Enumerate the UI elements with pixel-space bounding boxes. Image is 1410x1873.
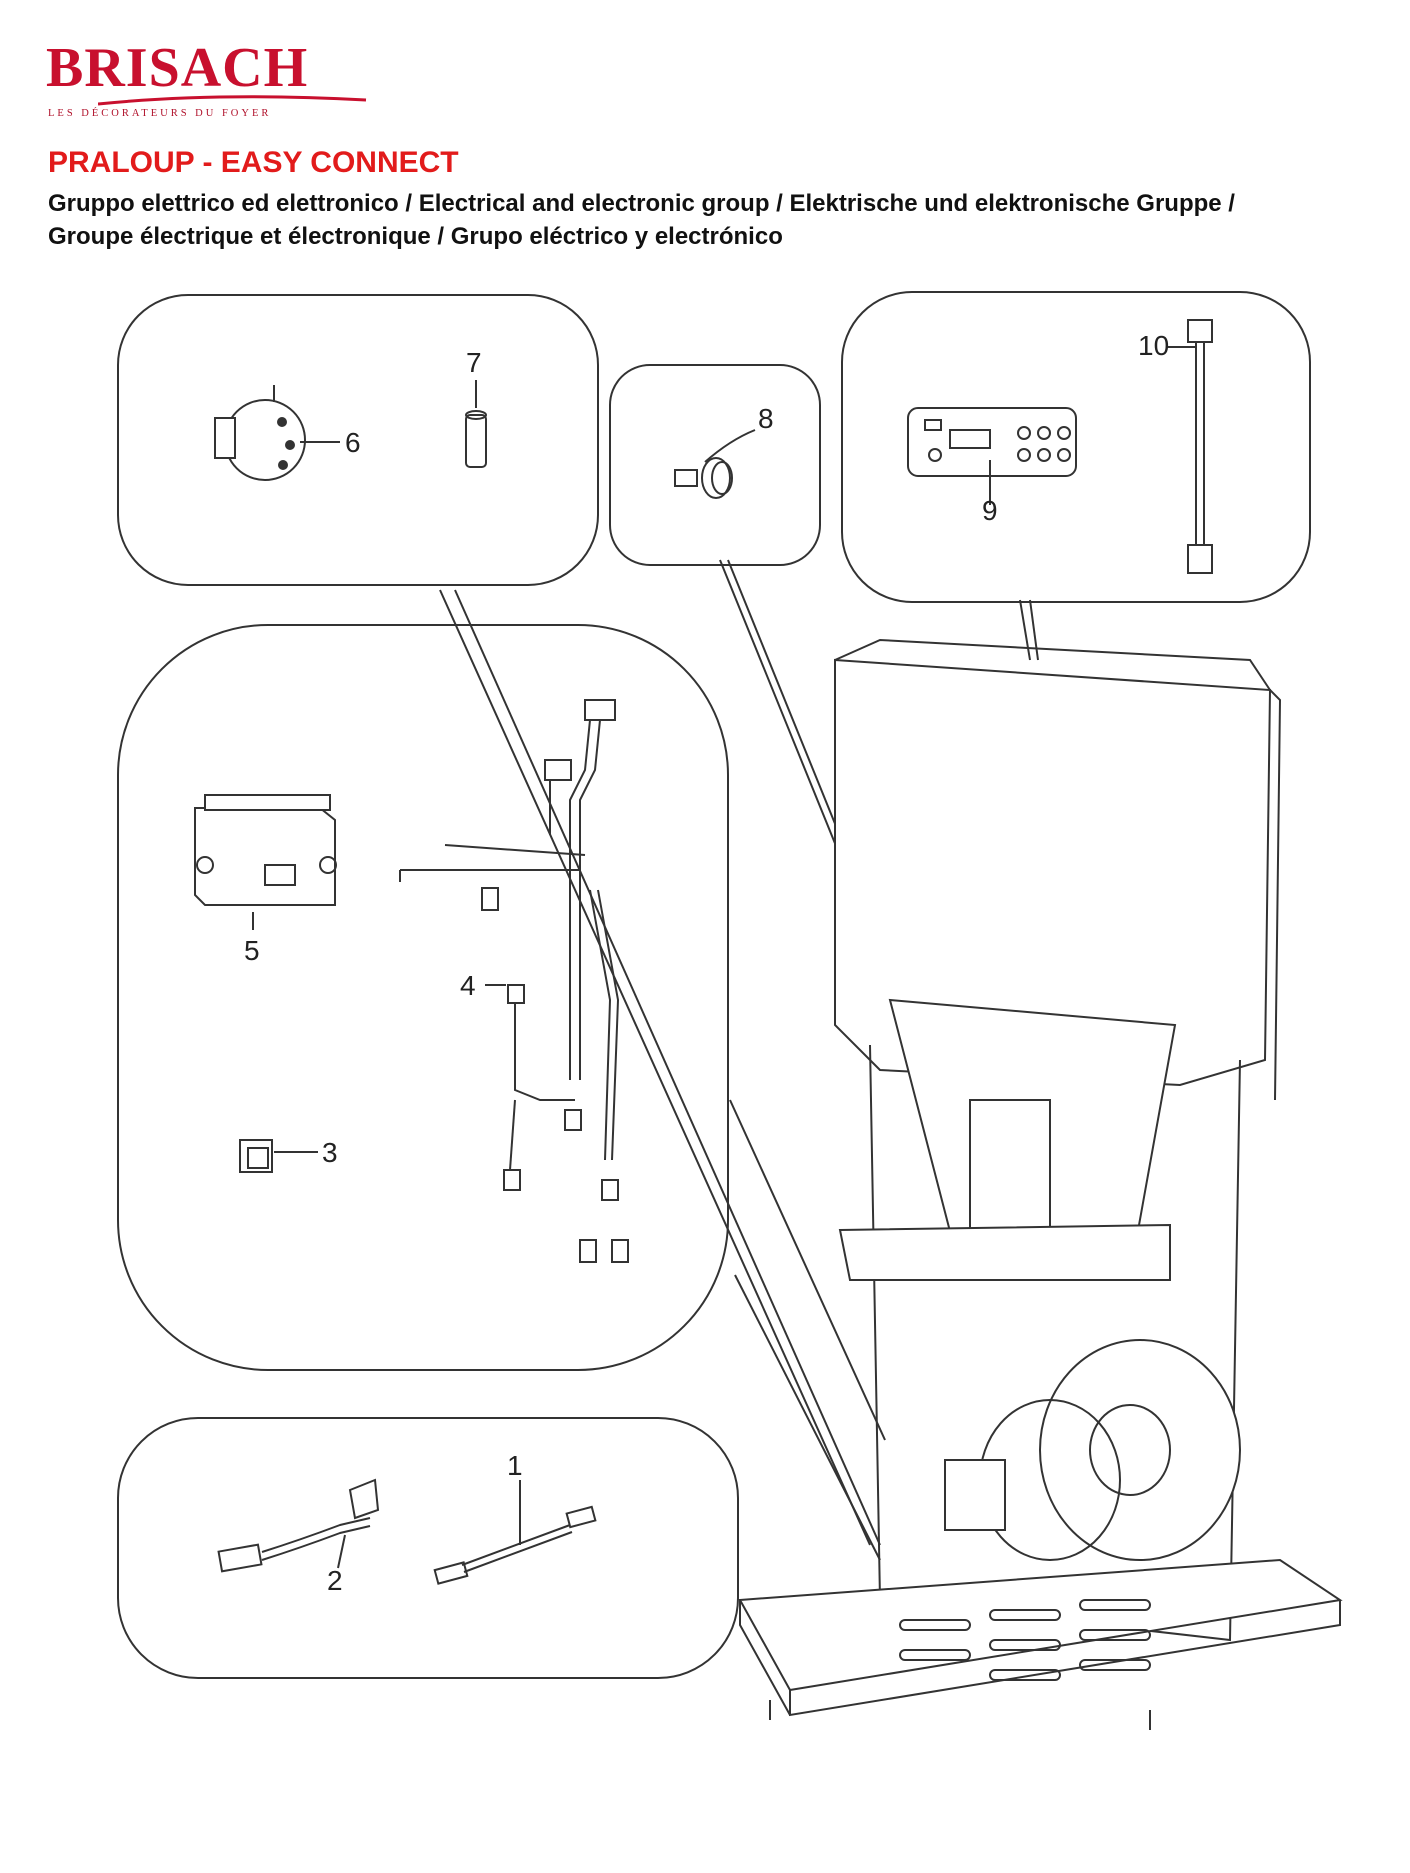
part-label-6: 6 — [345, 427, 361, 458]
part-label-8: 8 — [758, 403, 774, 434]
part-label-4: 4 — [460, 970, 476, 1001]
callout-panel-8 — [609, 364, 821, 566]
wiring-harness-icon — [399, 699, 629, 1263]
callout-panel-6-7 — [117, 294, 599, 586]
page-title: PRALOUP - EASY CONNECT — [48, 146, 459, 179]
part-labels: 1 2 3 4 5 6 7 8 9 10 — [244, 330, 1169, 1596]
logo-swoosh-icon — [98, 95, 367, 106]
part-label-5: 5 — [244, 935, 260, 966]
pressure-switch-icon — [214, 385, 340, 481]
fuse-icon — [465, 380, 487, 468]
stove-assembly-drawing — [738, 638, 1343, 1730]
resistance-cable-icon — [433, 1480, 597, 1585]
part-label-3: 3 — [322, 1137, 338, 1168]
callout-panel-1-2 — [117, 1417, 739, 1679]
brand-logo: BRISACH LES DÉCORATEURS DU FOYER — [46, 37, 367, 130]
page-subtitle-line-2: Groupe électrique et électronique / Grup… — [48, 223, 783, 250]
control-board-icon — [194, 794, 337, 930]
brand-tagline: LES DÉCORATEURS DU FOYER — [48, 108, 272, 119]
safety-thermostat-icon — [674, 429, 756, 499]
part-label-2: 2 — [327, 1565, 343, 1596]
switch-icon — [239, 1139, 318, 1173]
brand-name: BRISACH — [46, 37, 309, 99]
control-panel-icon — [907, 407, 1077, 505]
display-cable-icon — [1168, 319, 1213, 574]
part-label-10: 10 — [1138, 330, 1169, 361]
ignition-cable-icon — [217, 1478, 380, 1573]
callout-panel-9-10 — [841, 291, 1311, 603]
part-label-7: 7 — [466, 347, 482, 378]
callout-panel-3-4-5 — [117, 624, 729, 1371]
part-label-9: 9 — [982, 495, 998, 526]
page-subtitle-line-1: Gruppo elettrico ed elettronico / Electr… — [48, 190, 1235, 217]
part-label-1: 1 — [507, 1450, 523, 1481]
